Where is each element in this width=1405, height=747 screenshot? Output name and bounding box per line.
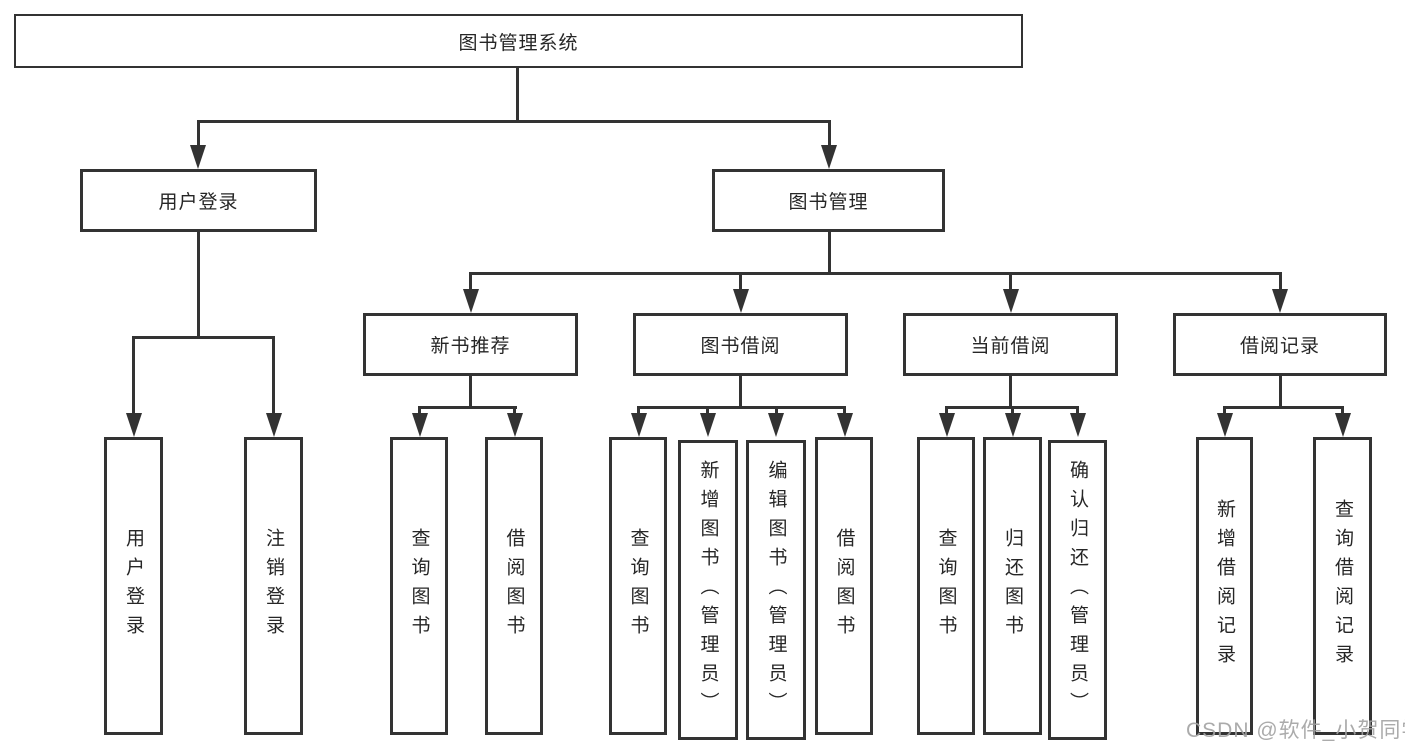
connector-line	[1223, 406, 1344, 409]
connector-line	[1223, 406, 1226, 417]
leaf-edit-book-admin: 编辑图书（管理员）	[746, 440, 806, 740]
arrow-down-icon	[1217, 413, 1233, 437]
leaf-query-books-current: 查询图书	[917, 437, 975, 735]
connector-line	[418, 406, 421, 417]
node-label: 用户登录	[123, 528, 144, 644]
arrow-down-icon	[821, 145, 837, 169]
node-label: 确认归还（管理员）	[1067, 459, 1088, 721]
leaf-borrow-books-recommend: 借阅图书	[485, 437, 543, 735]
connector-line	[1076, 406, 1079, 417]
arrow-down-icon	[733, 289, 749, 313]
connector-line	[516, 68, 519, 120]
arrow-down-icon	[1335, 413, 1351, 437]
connector-line	[469, 272, 472, 293]
connector-line	[739, 272, 742, 293]
connector-line	[637, 406, 846, 409]
leaf-query-books-borrow: 查询图书	[609, 437, 667, 735]
connector-line	[1009, 376, 1012, 409]
arrow-down-icon	[126, 413, 142, 437]
leaf-user-login: 用户登录	[104, 437, 163, 735]
connector-line	[775, 406, 778, 417]
node-label: 用户登录	[158, 192, 239, 213]
node-label: 图书管理	[788, 192, 869, 213]
arrow-down-icon	[463, 289, 479, 313]
connector-line	[197, 120, 831, 123]
arrow-down-icon	[1272, 289, 1288, 313]
leaf-query-borrow-record: 查询借阅记录	[1313, 437, 1372, 735]
node-label: 借阅记录	[1239, 336, 1320, 357]
arrow-down-icon	[939, 413, 955, 437]
arrow-down-icon	[190, 145, 206, 169]
node-book-management: 图书管理	[712, 169, 945, 232]
arrow-down-icon	[700, 413, 716, 437]
node-label: 查询图书	[935, 528, 957, 644]
connector-line	[1009, 272, 1012, 293]
node-label: 归还图书	[1002, 528, 1023, 644]
arrow-down-icon	[1003, 289, 1019, 313]
connector-line	[1011, 406, 1014, 417]
node-book-borrow: 图书借阅	[633, 313, 848, 376]
leaf-return-book: 归还图书	[983, 437, 1042, 735]
node-label: 当前借阅	[970, 336, 1051, 357]
node-label: 借阅图书	[503, 528, 525, 644]
arrow-down-icon	[1070, 413, 1086, 437]
connector-line	[945, 406, 948, 417]
node-label: 图书管理系统	[458, 32, 579, 54]
leaf-query-books-recommend: 查询图书	[390, 437, 448, 735]
node-new-book-recommend: 新书推荐	[363, 313, 578, 376]
node-label: 查询图书	[408, 528, 430, 644]
leaf-confirm-return-admin: 确认归还（管理员）	[1048, 440, 1107, 740]
connector-line	[469, 376, 472, 409]
connector-line	[513, 406, 516, 417]
arrow-down-icon	[768, 413, 784, 437]
leaf-logout-login: 注销登录	[244, 437, 303, 735]
connector-line	[1279, 272, 1282, 293]
connector-line	[132, 336, 135, 416]
node-current-borrow: 当前借阅	[903, 313, 1118, 376]
node-borrow-records: 借阅记录	[1173, 313, 1387, 376]
connector-line	[197, 232, 200, 336]
connector-line	[706, 406, 709, 417]
connector-line	[1279, 376, 1282, 409]
connector-line	[828, 232, 831, 274]
node-label: 查询借阅记录	[1332, 499, 1353, 673]
node-label: 借阅图书	[833, 528, 855, 644]
connector-line	[132, 336, 275, 339]
connector-line	[469, 272, 1282, 275]
node-label: 编辑图书（管理员）	[765, 459, 787, 721]
connector-line	[637, 406, 640, 417]
node-label: 图书借阅	[700, 336, 781, 357]
node-label: 新增图书（管理员）	[697, 459, 719, 721]
arrow-down-icon	[266, 413, 282, 437]
arrow-down-icon	[837, 413, 853, 437]
leaf-borrow-books: 借阅图书	[815, 437, 873, 735]
node-label: 查询图书	[627, 528, 649, 644]
node-label: 新增借阅记录	[1214, 499, 1235, 673]
watermark: CSDN @软件_小贺同学	[1186, 719, 1405, 742]
arrow-down-icon	[1005, 413, 1021, 437]
arrow-down-icon	[507, 413, 523, 437]
connector-line	[1341, 406, 1344, 417]
connector-line	[418, 406, 517, 409]
node-label: 新书推荐	[430, 336, 511, 357]
connector-line	[828, 120, 831, 148]
leaf-add-borrow-record: 新增借阅记录	[1196, 437, 1253, 735]
connector-line	[272, 336, 275, 416]
node-user-login: 用户登录	[80, 169, 317, 232]
leaf-add-book-admin: 新增图书（管理员）	[678, 440, 738, 740]
connector-line	[197, 120, 200, 148]
connector-line	[739, 376, 742, 409]
arrow-down-icon	[631, 413, 647, 437]
node-label: 注销登录	[263, 528, 284, 644]
connector-line	[843, 406, 846, 417]
arrow-down-icon	[412, 413, 428, 437]
node-root: 图书管理系统	[14, 14, 1023, 68]
